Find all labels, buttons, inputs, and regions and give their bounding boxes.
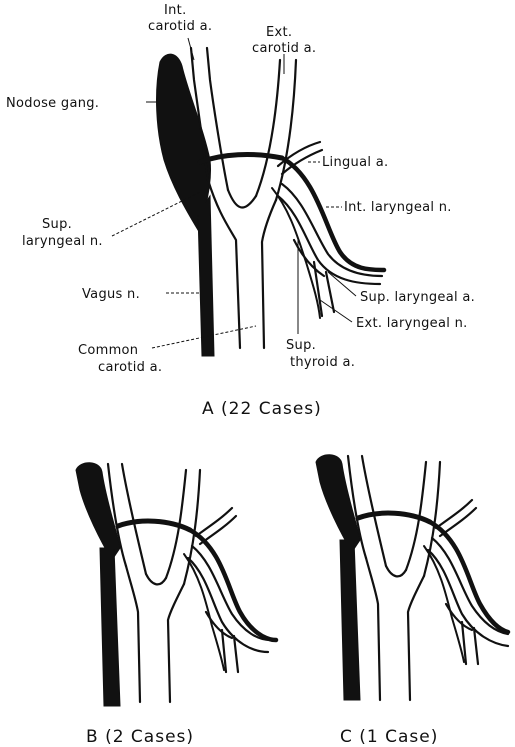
label-ext-carotid-2: carotid a. [252,41,316,56]
label-vagus: Vagus n. [82,287,140,302]
lingual-artery-b [196,508,232,536]
label-ext-carotid-1: Ext. [266,25,292,40]
common-carotid-artery-wall [262,200,276,348]
external-carotid-artery [256,60,280,196]
panel-c: C (1 Case) [316,455,508,747]
label-nodose: Nodose gang. [6,96,99,111]
bifurcation-c [386,566,406,576]
label-sup-thyroid-2: thyroid a. [290,355,355,370]
label-sup-laryngeal-n-2: laryngeal n. [22,234,103,249]
common-carotid-b-wall [168,584,184,702]
vagus-nerve-c [340,540,360,700]
lingual-artery-c [436,500,472,528]
label-int-laryngeal: Int. laryngeal n. [344,200,452,215]
int-laryngeal-nerve-c [430,522,508,632]
sup-laryngeal-nerve [200,155,282,162]
caption-a: A (22 Cases) [202,399,322,419]
carotid-bifurcation [228,190,256,207]
caption-b: B (2 Cases) [86,727,194,747]
vagus-nerve-b [100,548,120,706]
int-laryngeal-nerve-b [190,530,276,640]
ext-laryngeal-nerve [272,188,320,318]
label-common-carotid-2: carotid a. [98,360,162,375]
vagus-nerve [198,196,214,356]
label-sup-laryngeal-a: Sup. laryngeal a. [360,290,475,305]
label-lingual: Lingual a. [322,155,388,170]
leader-ext-laryngeal [320,300,352,322]
caption-c: C (1 Case) [340,727,438,747]
label-ext-laryngeal: Ext. laryngeal n. [356,316,468,331]
sup-thyroid-artery-wall-2 [326,272,334,312]
label-int-carotid-2: carotid a. [148,19,212,34]
label-sup-laryngeal-n-1: Sup. [42,217,72,232]
leader-sup-laryngeal-a [328,272,356,296]
panel-b: B (2 Cases) [76,463,276,747]
panel-a: Int. carotid a. Ext. carotid a. Nodose g… [6,3,475,419]
common-carotid-c [366,558,380,700]
common-carotid-b [126,566,140,702]
label-sup-thyroid-1: Sup. [286,338,316,353]
common-carotid-c-wall [408,576,424,700]
label-int-carotid-1: Int. [164,3,187,18]
bifurcation-b [146,574,166,584]
label-common-carotid-1: Common [78,343,138,358]
